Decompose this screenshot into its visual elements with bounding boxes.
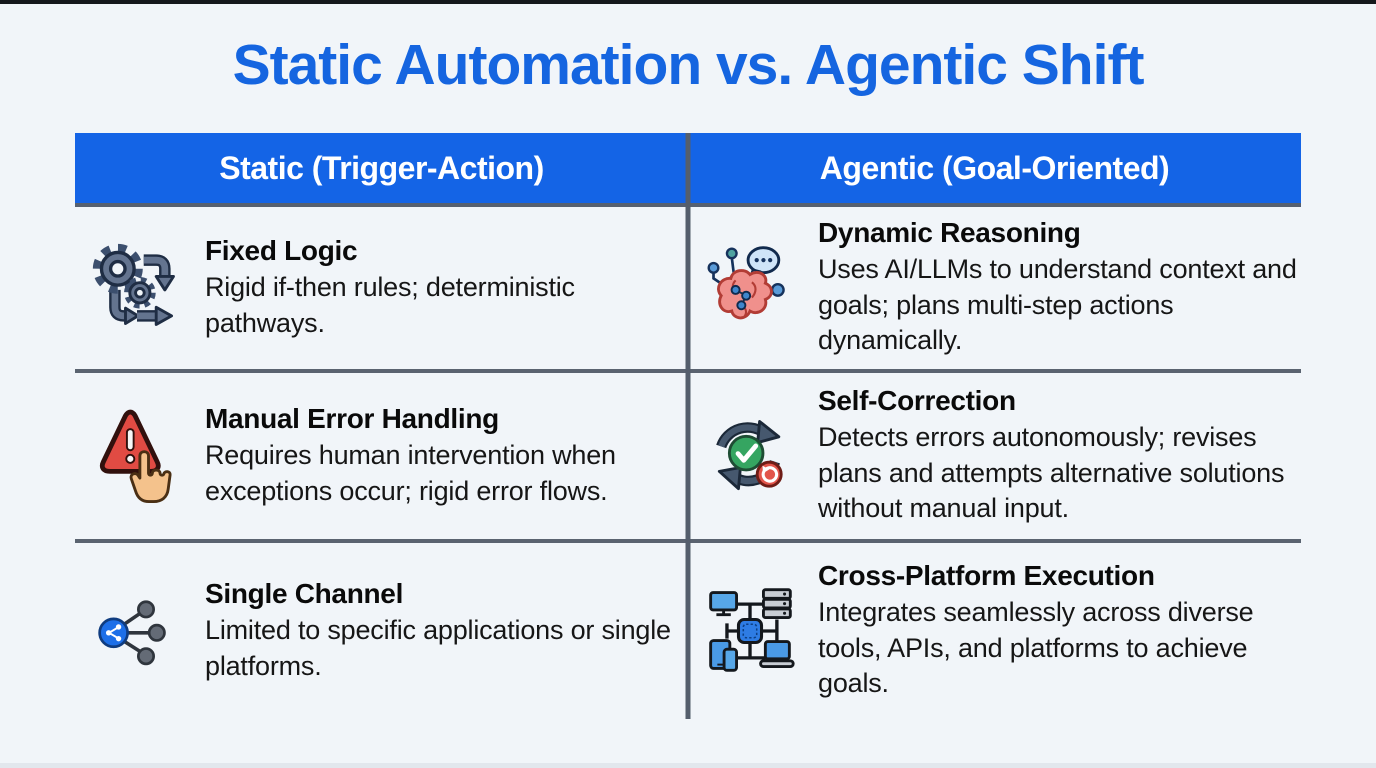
- feature-title: Self-Correction: [818, 384, 1016, 416]
- column-divider: [685, 133, 691, 719]
- page-title: Static Automation vs. Agentic Shift: [232, 33, 1145, 97]
- feature-title: Single Channel: [205, 577, 404, 609]
- cell-fixed-logic: Fixed Logic Rigid if-then rules; determi…: [75, 207, 688, 369]
- feature-title: Dynamic Reasoning: [818, 216, 1081, 248]
- bottom-border-strip: [0, 763, 1376, 768]
- workflow-gears-icon: [89, 236, 185, 340]
- connected-devices-icon: [702, 579, 798, 683]
- top-border-strip: [0, 0, 1376, 4]
- table-row: Single Channel Limited to specific appli…: [75, 543, 1301, 719]
- feature-description: Requires human intervention when excepti…: [205, 439, 616, 506]
- feature-description: Uses AI/LLMs to understand context and g…: [818, 253, 1297, 356]
- self-correction-cycle-icon: [702, 404, 798, 508]
- feature-title: Manual Error Handling: [205, 402, 499, 434]
- comparison-table: Static (Trigger-Action) Agentic (Goal-Or…: [75, 133, 1301, 719]
- cell-manual-error-handling: Manual Error Handling Requires human int…: [75, 373, 688, 539]
- feature-description: Limited to specific applications or sing…: [205, 614, 671, 681]
- feature-description: Rigid if-then rules; deterministic pathw…: [205, 271, 575, 338]
- ai-brain-icon: [702, 236, 798, 340]
- share-network-icon: [89, 579, 185, 683]
- feature-description: Integrates seamlessly across diverse too…: [818, 596, 1254, 699]
- header-static-column: Static (Trigger-Action): [219, 149, 544, 186]
- feature-title: Fixed Logic: [205, 234, 358, 266]
- cell-single-channel: Single Channel Limited to specific appli…: [75, 543, 688, 719]
- feature-description: Detects errors autonomously; revises pla…: [818, 421, 1285, 524]
- cell-cross-platform-execution: Cross-Platform Execution Integrates seam…: [688, 543, 1301, 719]
- header-agentic-column: Agentic (Goal-Oriented): [819, 149, 1170, 186]
- feature-title: Cross-Platform Execution: [818, 559, 1155, 591]
- table-row: Fixed Logic Rigid if-then rules; determi…: [75, 207, 1301, 373]
- cell-dynamic-reasoning: Dynamic Reasoning Uses AI/LLMs to unders…: [688, 207, 1301, 369]
- cell-self-correction: Self-Correction Detects errors autonomou…: [688, 373, 1301, 539]
- warning-hand-icon: [89, 404, 185, 508]
